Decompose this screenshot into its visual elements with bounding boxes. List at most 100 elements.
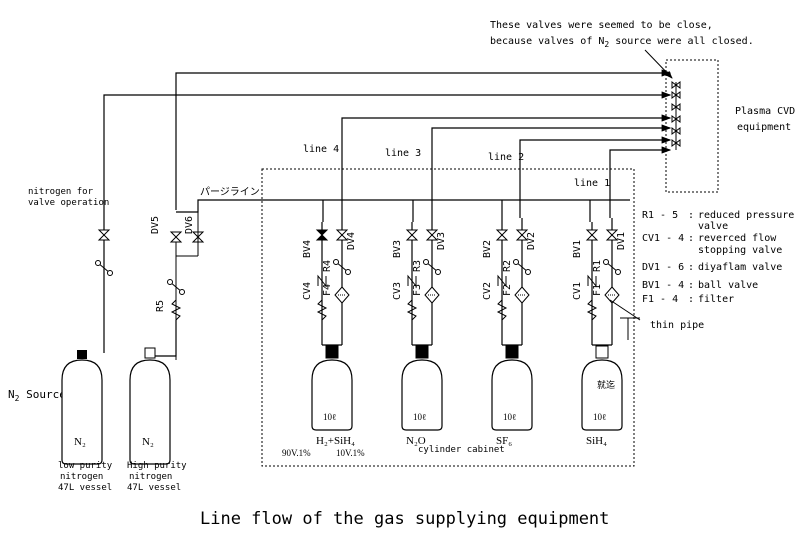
nitrogen-valve-label-1: nitrogen for (28, 187, 94, 197)
dv6-label: DV6 (184, 216, 195, 234)
n2-cylinder-low-desc-3: 47L vessel (58, 483, 112, 493)
gas-lines (103, 69, 672, 353)
line-3-label: line 3 (385, 148, 421, 159)
cylinder-mark: 就迄 (597, 379, 615, 390)
pressure-reducer-knob-icon (615, 269, 621, 275)
dv-label: DV2 (526, 232, 537, 250)
legend-text: reverced flow (698, 233, 777, 244)
bv-label: BV2 (482, 240, 493, 258)
plasma-label-2: equipment (737, 122, 791, 133)
f-label: F3 (412, 284, 423, 296)
n2-cylinder-low-desc-1: low purity (58, 461, 113, 471)
legend-key: BV1 - 4 (642, 280, 684, 291)
legend-key: F1 - 4 (642, 294, 678, 305)
legend-text: filter (698, 294, 734, 305)
pressure-reducer-knob-icon (423, 259, 429, 265)
cylinder-volume: 10ℓ (503, 412, 516, 422)
n2-source-label: N2 Source (8, 388, 66, 403)
dv-label: DV1 (616, 232, 627, 250)
legend-sep: : (688, 294, 694, 305)
plasma-cvd-box (665, 59, 719, 193)
gas-cylinder (401, 359, 443, 431)
thin-pipe-label: thin pipe (650, 320, 704, 331)
bv-label: BV3 (392, 240, 403, 258)
cylinder-volume: 10ℓ (323, 412, 336, 422)
diaphragm-valve-icon (515, 229, 529, 241)
legend-key: R1 - 5 (642, 210, 678, 221)
cylinder-valve-icon (505, 345, 519, 359)
gas-cylinder (311, 359, 353, 431)
pressure-reducer-knob-icon (333, 259, 339, 265)
line-1-label: line 1 (574, 178, 610, 189)
gas-cylinder (581, 359, 623, 431)
source-valves (167, 212, 205, 360)
n2-cylinder-high-desc-2: nitrogen (129, 472, 172, 482)
diaphragm-valve-icon (425, 229, 439, 241)
check-valve-icon (407, 274, 417, 288)
diaphragm-valve-icon (335, 229, 349, 241)
plasma-inlet-valves (671, 81, 681, 150)
n2-cylinder-low-label: N₂ (74, 436, 86, 448)
legend-text: reduced pressure (698, 210, 794, 221)
pressure-reducer-knob-icon (435, 269, 441, 275)
f-label: F4 (322, 284, 333, 296)
cv-label: CV4 (302, 282, 313, 300)
pressure-reducer-knob-icon (525, 269, 531, 275)
legend-text: diyaflam valve (698, 262, 782, 273)
cv-label: CV2 (482, 282, 493, 300)
caption: Line flow of the gas supplying equipment (200, 509, 609, 529)
n2-cylinder-high-label: N₂ (142, 436, 154, 448)
bv-label: BV4 (302, 240, 313, 258)
note-pointer (644, 49, 673, 79)
line-4-label: line 4 (303, 144, 339, 155)
n2-cylinder-high (129, 347, 171, 465)
cylinder-valve-icon (595, 345, 609, 359)
n2-cylinder-high-desc-3: 47L vessel (127, 483, 181, 493)
r-label: R4 (322, 260, 333, 272)
r-label: R1 (592, 260, 603, 272)
dv-label: DV3 (436, 232, 447, 250)
n2-operation-valves (95, 229, 113, 276)
gas-name: SiH₄ (586, 435, 607, 447)
gas-name: SF₆ (496, 435, 512, 447)
gas-cylinder (491, 359, 533, 431)
legend-sep: : (688, 280, 694, 291)
n2-cylinder-low-desc-2: nitrogen (60, 472, 103, 482)
diaphragm-valve-icon (605, 229, 619, 241)
gas-name: N₂O (406, 435, 426, 447)
legend-sep: : (688, 233, 694, 244)
check-valve-icon (317, 274, 327, 288)
cylinder-valve-icon (415, 345, 429, 359)
dv5-label: DV5 (150, 216, 161, 234)
legend-text: stopping valve (698, 245, 782, 256)
spring-icon (316, 299, 328, 321)
r5-feed (152, 320, 177, 357)
plasma-label-1: Plasma CVD (735, 106, 795, 117)
pressure-reducer-knob-icon (513, 259, 519, 265)
concentration-2: 10V.1% (336, 448, 365, 458)
n2-cylinder-high-desc-1: High purity (127, 461, 187, 471)
legend-text: ball valve (698, 280, 758, 291)
ball-valve-icon (495, 229, 509, 241)
pressure-reducer-knob-icon (345, 269, 351, 275)
ball-valve-icon (315, 229, 329, 241)
cabinet-label: cylinder cabinet (418, 445, 505, 455)
spring-icon (586, 299, 598, 321)
ball-valve-icon (585, 229, 599, 241)
concentration-1: 90V.1% (282, 448, 311, 458)
bv-label: BV1 (572, 240, 583, 258)
legend-key: CV1 - 4 (642, 233, 684, 244)
r5-label: R5 (155, 300, 166, 312)
line-2-label: line 2 (488, 152, 524, 163)
spring-icon (496, 299, 508, 321)
r-label: R3 (412, 260, 423, 272)
n2-cylinder-low (61, 350, 103, 465)
cylinder-volume: 10ℓ (413, 412, 426, 422)
